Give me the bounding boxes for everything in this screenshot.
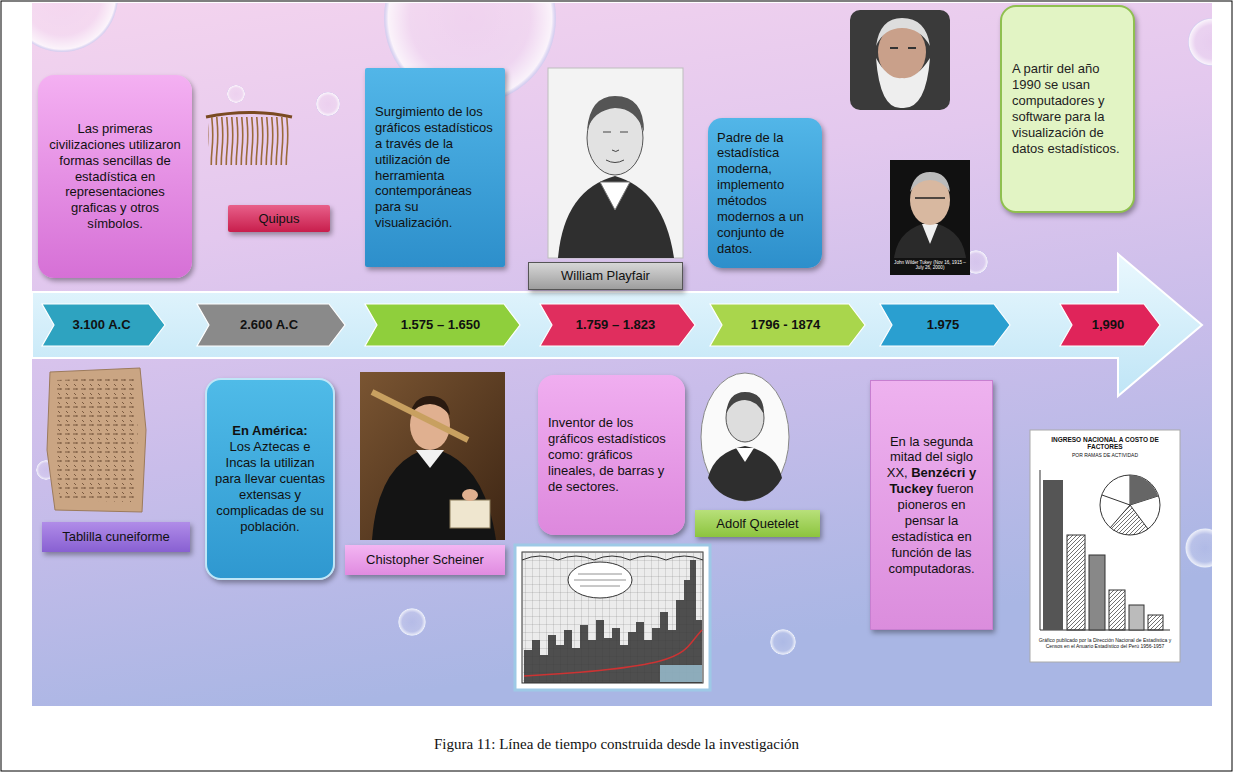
image-label: Tablilla cuneiforme (42, 522, 190, 552)
chevron-outline (880, 304, 1010, 346)
image-label: Quipus (228, 205, 330, 232)
date-text: 1,990 (1092, 317, 1125, 333)
text-group: Las primeras civilizaciones utilizaron f… (47, 121, 183, 232)
image-label: Adolf Quetelet (695, 510, 820, 537)
event-box: Las primeras civilizaciones utilizaron f… (38, 75, 192, 278)
box-text: Las primeras civilizaciones utilizaron f… (47, 121, 183, 232)
label-text: William Playfair (535, 268, 676, 284)
text-group: En la segunda mitad del siglo XX,Benzécr… (879, 434, 984, 577)
chevron-outline (42, 304, 165, 346)
text-group: 1.975 (894, 317, 992, 333)
image-label: William Playfair (528, 262, 683, 290)
box-text: Los Aztecas e Incas la utilizan para lle… (215, 439, 325, 534)
text-group: En América:Los Aztecas e Incas la utiliz… (215, 423, 325, 534)
box-text: A partir del año 1990 se usan computador… (1012, 61, 1123, 156)
event-box: Padre de la estadística moderna, impleme… (708, 118, 822, 268)
box-text: En América: (215, 423, 325, 439)
text-group: Inventor de los gráficos estadísticos co… (548, 415, 675, 494)
text-group: 1,990 (1074, 317, 1142, 333)
label-text: Quipus (234, 211, 324, 227)
date-marker: 2.600 A.C (197, 304, 345, 346)
text-group: 2.600 A.C (211, 317, 327, 333)
label-text: Adolf Quetelet (701, 516, 814, 532)
date-marker: 1,990 (1060, 304, 1160, 346)
image-label: Chistopher Scheiner (345, 545, 505, 575)
text-group: 1796 - 1874 (724, 317, 847, 333)
event-box: Inventor de los gráficos estadísticos co… (538, 375, 685, 535)
event-box: A partir del año 1990 se usan computador… (1000, 5, 1135, 213)
event-box: Surgimiento de los gráficos estadísticos… (365, 68, 505, 267)
text-group: William Playfair (535, 268, 676, 284)
chart-subtitle: POR RAMAS DE ACTIVIDAD (1036, 453, 1174, 459)
date-marker: 3.100 A.C (42, 304, 165, 346)
date-text: 2.600 A.C (240, 317, 298, 333)
text-group: A partir del año 1990 se usan computador… (1012, 61, 1123, 156)
text-group: Quipus (234, 211, 324, 227)
chart-note: Gráfico publicado por la Dirección Nacio… (1034, 638, 1176, 650)
date-marker: 1.575 – 1.650 (365, 304, 520, 346)
date-marker: 1796 - 1874 (710, 304, 865, 346)
event-box: En la segunda mitad del siglo XX,Benzécr… (870, 380, 993, 630)
box-text: Padre de la estadística moderna, impleme… (717, 130, 813, 257)
label-text: Tablilla cuneiforme (48, 529, 184, 545)
text-group: Tablilla cuneiforme (48, 529, 184, 545)
figure-caption: Figura 11: Línea de tiempo construida de… (0, 736, 1233, 753)
chevron-outline (197, 304, 345, 346)
chart-title: INGRESO NACIONAL A COSTO DE FACTORES (1036, 436, 1174, 451)
text-group: Adolf Quetelet (701, 516, 814, 532)
chevron-outline (365, 304, 520, 346)
photo-caption: John Wilder Tukey (Nov 16, 1915 – July 2… (892, 260, 968, 271)
chevron-outline (710, 304, 865, 346)
text-group: Chistopher Scheiner (351, 552, 499, 568)
date-text: 1.975 (927, 317, 960, 333)
date-marker: 1.759 – 1.823 (540, 304, 695, 346)
chevron-outline (1060, 304, 1160, 346)
box-text: Inventor de los gráficos estadísticos co… (548, 415, 675, 494)
text-group: 1.575 – 1.650 (379, 317, 502, 333)
text-group: Surgimiento de los gráficos estadísticos… (375, 104, 495, 231)
date-text: 1796 - 1874 (751, 317, 820, 333)
event-box: En América:Los Aztecas e Incas la utiliz… (205, 378, 335, 580)
text-group: 3.100 A.C (56, 317, 147, 333)
date-text: 1.759 – 1.823 (576, 317, 656, 333)
text-group: 1.759 – 1.823 (554, 317, 677, 333)
date-text: 3.100 A.C (72, 317, 130, 333)
text-group: Padre de la estadística moderna, impleme… (717, 130, 813, 257)
chevron-outline (540, 304, 695, 346)
date-text: 1.575 – 1.650 (401, 317, 481, 333)
box-text: Surgimiento de los gráficos estadísticos… (375, 104, 495, 231)
label-text: Chistopher Scheiner (351, 552, 499, 568)
date-marker: 1.975 (880, 304, 1010, 346)
